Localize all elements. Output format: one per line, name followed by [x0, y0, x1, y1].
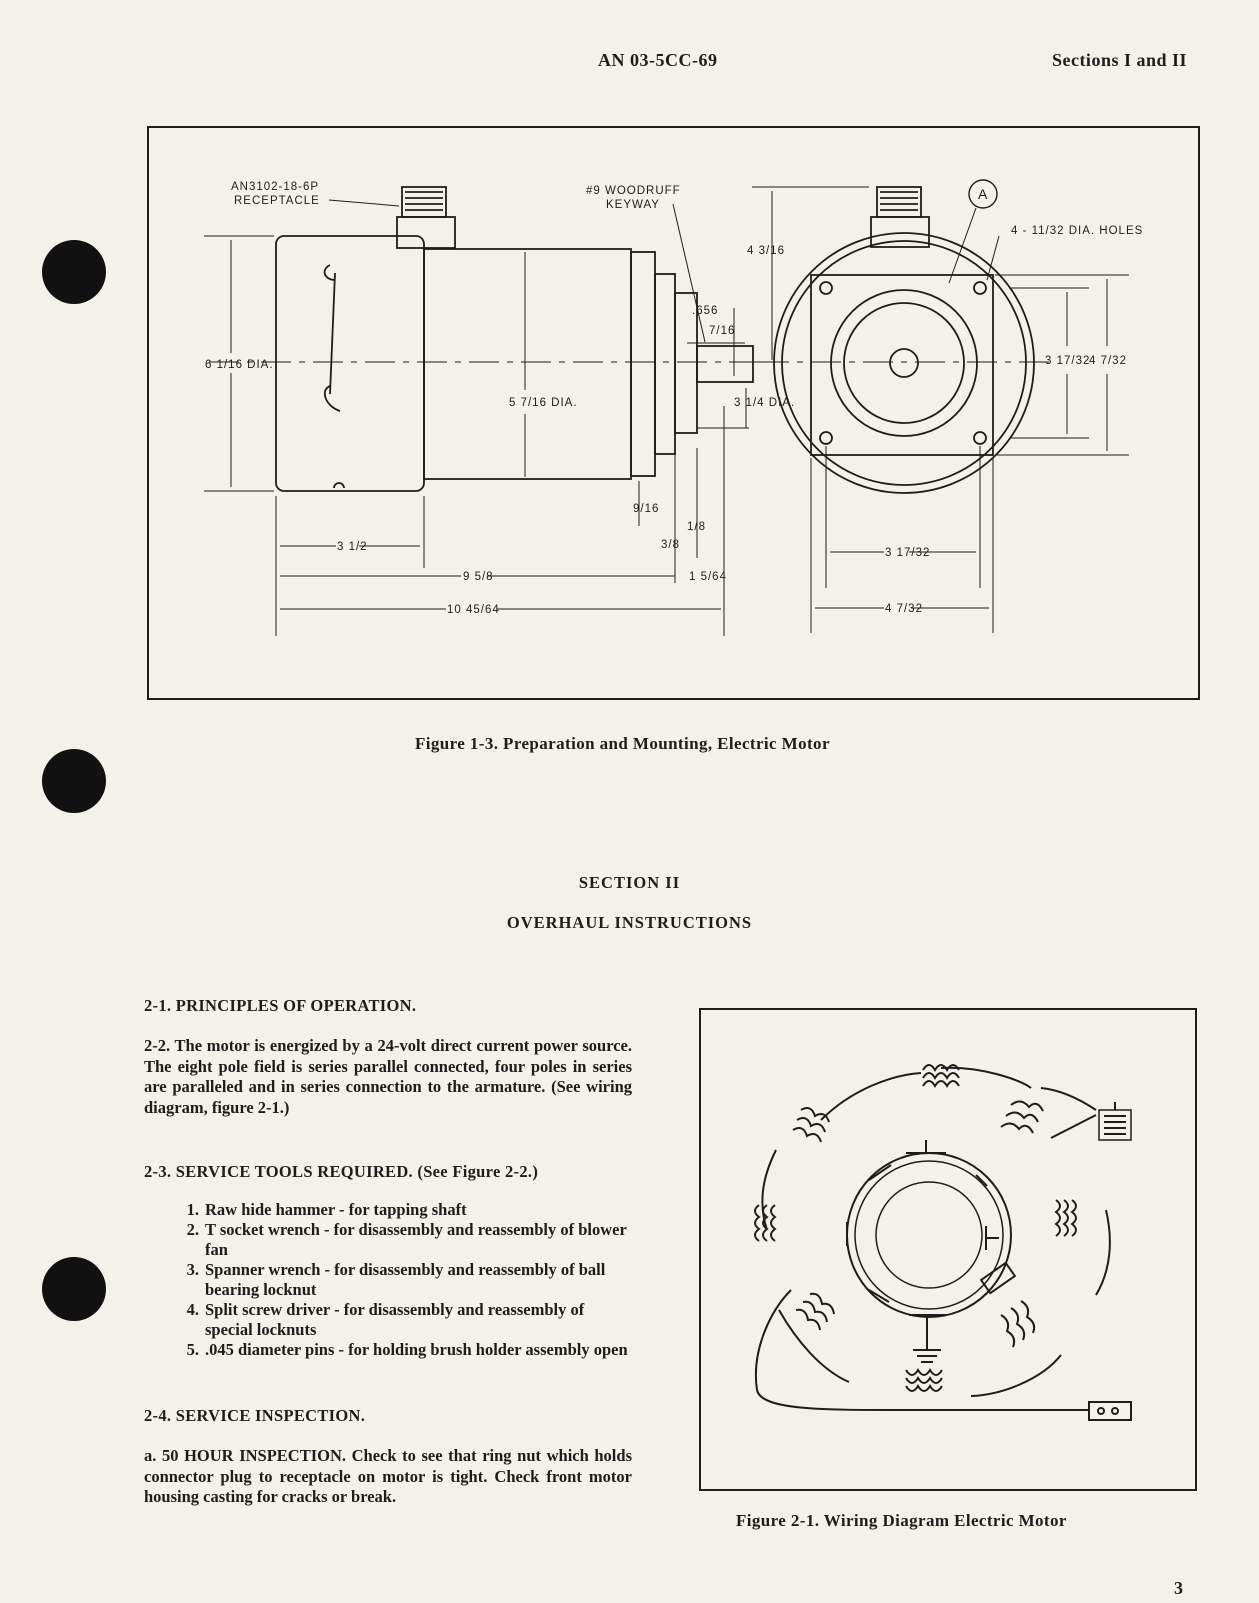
- dim-shaft: .656: [692, 305, 718, 317]
- figure-1-3-frame: AN3102-18-6P RECEPTACLE #9 WOODRUFF KEYW…: [147, 126, 1200, 700]
- svg-text:1 5/64: 1 5/64: [689, 571, 727, 583]
- field-coil: [792, 1107, 830, 1143]
- receptacle-base: [396, 216, 456, 249]
- heading-2-4: 2-4. SERVICE INSPECTION.: [144, 1406, 366, 1425]
- holes-label: 4 - 11/32 DIA. HOLES: [1011, 225, 1143, 237]
- dim-dia-left: 6 1/16 DIA.: [205, 359, 274, 371]
- svg-text:9 5/8: 9 5/8: [463, 571, 494, 583]
- svg-text:3/8: 3/8: [661, 539, 680, 551]
- list-item: 5..045 diameter pins - for holding brush…: [186, 1340, 628, 1359]
- section-subtitle: OVERHAUL INSTRUCTIONS: [506, 913, 753, 932]
- svg-text:3 1/2: 3 1/2: [337, 541, 368, 553]
- field-coil: [1000, 1100, 1044, 1134]
- dim-keyway-depth: 7/16: [709, 325, 735, 337]
- detail-a-label: A: [978, 186, 988, 202]
- svg-text:4 7/32: 4 7/32: [885, 603, 923, 615]
- svg-text:3 17/32: 3 17/32: [885, 547, 930, 559]
- svg-text:3 17/32: 3 17/32: [1045, 355, 1090, 367]
- front-view-housing: [773, 232, 1035, 494]
- dim-dia-shaft: 3 1/4 DIA.: [734, 397, 795, 409]
- figure-2-1-frame: [699, 1008, 1197, 1491]
- svg-text:4 3/16: 4 3/16: [747, 245, 785, 257]
- svg-text:9/16: 9/16: [633, 503, 659, 515]
- paragraph-a: a. 50 HOUR INSPECTION. Check to see that…: [144, 1446, 632, 1506]
- heading-2-3: 2-3. SERVICE TOOLS REQUIRED. (See Figure…: [144, 1162, 539, 1181]
- dim-dia-mid: 5 7/16 DIA.: [509, 397, 578, 409]
- section-header: Sections I and II: [1051, 50, 1187, 70]
- field-coil: [754, 1204, 777, 1242]
- receptacle-connector: [1098, 1109, 1132, 1141]
- list-item: 3.Spanner wrench - for disassembly and r…: [186, 1260, 606, 1299]
- binder-hole: [42, 749, 106, 813]
- svg-text:RECEPTACLE: RECEPTACLE: [234, 195, 320, 207]
- svg-text:4 7/32: 4 7/32: [1089, 355, 1127, 367]
- motor-body: [423, 248, 632, 480]
- field-coil: [905, 1368, 943, 1392]
- field-coil: [1054, 1199, 1077, 1237]
- figure-1-3-caption: Figure 1-3. Preparation and Mounting, El…: [415, 734, 830, 753]
- motor-drawing: AN3102-18-6P RECEPTACLE #9 WOODRUFF KEYW…: [204, 179, 1143, 636]
- motor-end-housing: [275, 235, 425, 492]
- keyway-label: #9 WOODRUFF: [586, 185, 681, 197]
- front-view-flange: [810, 274, 994, 456]
- field-coil: [1000, 1300, 1036, 1348]
- paragraph-2-2: 2-2. The motor is energized by a 24-volt…: [144, 1036, 632, 1117]
- doc-number: AN 03-5CC-69: [598, 50, 718, 70]
- page-number: 3: [1174, 1578, 1184, 1598]
- wiring-diagram: [754, 1064, 1132, 1421]
- terminal-block: [1088, 1401, 1132, 1421]
- svg-text:KEYWAY: KEYWAY: [606, 199, 660, 211]
- field-coil: [795, 1292, 835, 1331]
- receptacle-label: AN3102-18-6P: [231, 181, 319, 193]
- list-item: 2.T socket wrench - for disassembly and …: [186, 1220, 627, 1259]
- motor-shaft: [696, 345, 754, 383]
- figure-2-1-caption: Figure 2-1. Wiring Diagram Electric Moto…: [736, 1511, 1067, 1530]
- heading-2-1: 2-1. PRINCIPLES OF OPERATION.: [144, 996, 417, 1015]
- list-item: 1.Raw hide hammer - for tapping shaft: [186, 1200, 467, 1219]
- svg-text:1/8: 1/8: [687, 521, 706, 533]
- binder-hole: [42, 240, 106, 304]
- binder-hole: [42, 1257, 106, 1321]
- list-item: 4.Split screw driver - for disassembly a…: [186, 1300, 585, 1339]
- svg-text:10 45/64: 10 45/64: [447, 604, 500, 616]
- section-title: SECTION II: [578, 873, 681, 892]
- field-coil: [922, 1064, 960, 1088]
- tools-list: 1.Raw hide hammer - for tapping shaft 2.…: [175, 1200, 635, 1360]
